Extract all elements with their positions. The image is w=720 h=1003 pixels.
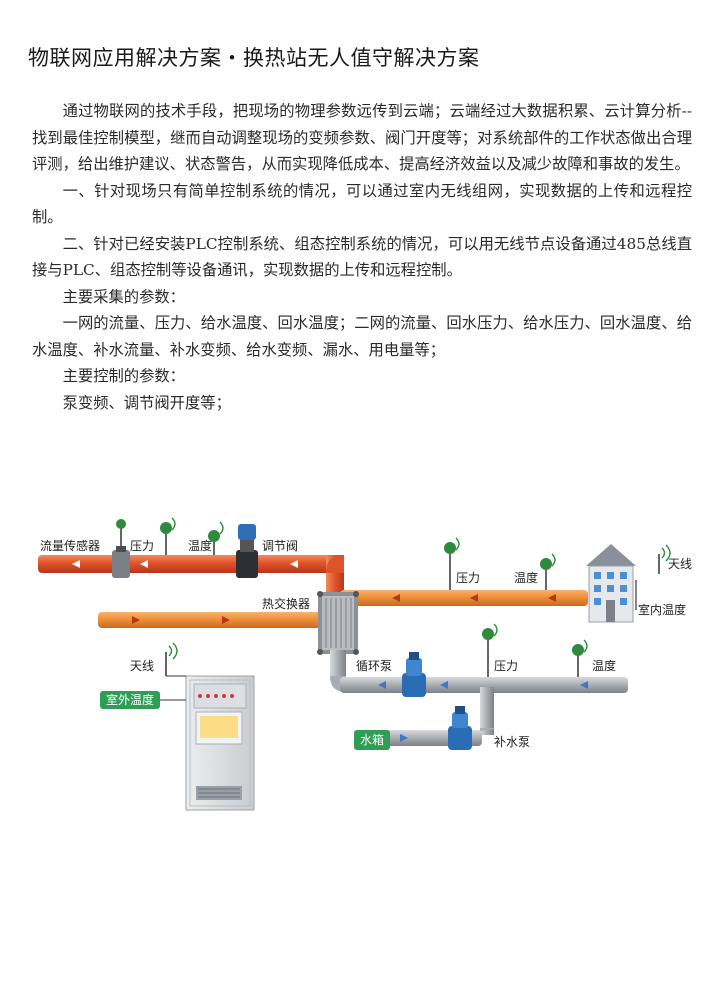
label-circ-pump: 循环泵 (356, 659, 392, 673)
outdoor-temp-badge: 室外温度 (100, 691, 160, 709)
label-pressure-1: 压力 (130, 539, 154, 553)
page-title: 物联网应用解决方案・换热站无人值守解决方案 (28, 46, 480, 70)
pressure-transmitter-secondary (444, 537, 460, 590)
regulating-valve (236, 524, 258, 578)
label-temp-3: 温度 (592, 658, 616, 673)
flow-arrows-secondary (392, 594, 556, 602)
label-antenna-cabinet: 天线 (130, 659, 154, 673)
temperature-transmitter-primary (208, 521, 224, 555)
controlled-params-list: 泵变频、调节阀开度等； (62, 393, 231, 412)
label-heat-exchanger: 热交换器 (262, 596, 310, 611)
label-outdoor-temp: 室外温度 (106, 692, 154, 707)
antenna-icon-house (658, 544, 671, 574)
building (586, 544, 636, 623)
antenna-icon-cabinet (165, 642, 186, 677)
collected-params-heading: 主要采集的参数： (62, 287, 185, 306)
water-tank-badge: 水箱 (354, 730, 390, 750)
flow-sensor (112, 519, 130, 578)
heat-exchanger (317, 591, 359, 655)
paragraph-case-1: 一、针对现场只有简单控制系统的情况，可以通过室内无线组网，实现数据的上传和远程控… (32, 181, 692, 227)
makeup-pump (448, 706, 472, 750)
temperature-transmitter-secondary (540, 553, 556, 590)
label-makeup-pump: 补水泵 (494, 735, 530, 749)
flow-arrows-return (132, 616, 230, 624)
label-flow-sensor: 流量传感器 (40, 538, 100, 553)
heat-station-diagram: 流量传感器 压力 温度 调节阀 压力 温度 天线 室内温度 热交换器 天线 室外… (38, 517, 692, 811)
paragraph-intro: 通过物联网的技术手段，把现场的物理参数远传到云端；云端经过大数据积累、云计算分析… (32, 102, 692, 173)
label-antenna-house: 天线 (668, 557, 692, 571)
flow-arrows-secondary-return (378, 681, 588, 689)
controlled-params-heading: 主要控制的参数： (62, 367, 185, 385)
label-indoor-temp: 室内温度 (638, 602, 686, 617)
circulation-pump (402, 652, 426, 697)
flow-arrows-primary (72, 560, 298, 568)
pressure-transmitter-return (482, 623, 498, 677)
makeup-pipe (382, 687, 494, 746)
label-temp-2: 温度 (514, 570, 538, 585)
paragraph-case-2: 二、针对已经安装PLC控制系统、组态控制系统的情况，可以用无线节点设备通过485… (32, 234, 692, 280)
label-pressure-3: 压力 (494, 659, 518, 673)
pressure-transmitter-primary (160, 517, 176, 555)
label-valve: 调节阀 (262, 539, 298, 553)
label-pressure-2: 压力 (456, 571, 480, 585)
secondary-supply-pipe (340, 590, 588, 606)
label-temp-1: 温度 (188, 538, 212, 553)
temperature-transmitter-return (572, 639, 588, 677)
primary-return-pipe (98, 612, 324, 628)
collected-params-list: 一网的流量、压力、给水温度、回水温度；二网的流量、回水压力、给水压力、回水温度、… (32, 314, 692, 359)
body-text: 通过物联网的技术手段，把现场的物理参数远传到云端；云端经过大数据积累、云计算分析… (32, 98, 692, 416)
label-water-tank: 水箱 (360, 732, 384, 747)
control-cabinet (185, 675, 255, 811)
flow-arrows-makeup (400, 734, 408, 742)
